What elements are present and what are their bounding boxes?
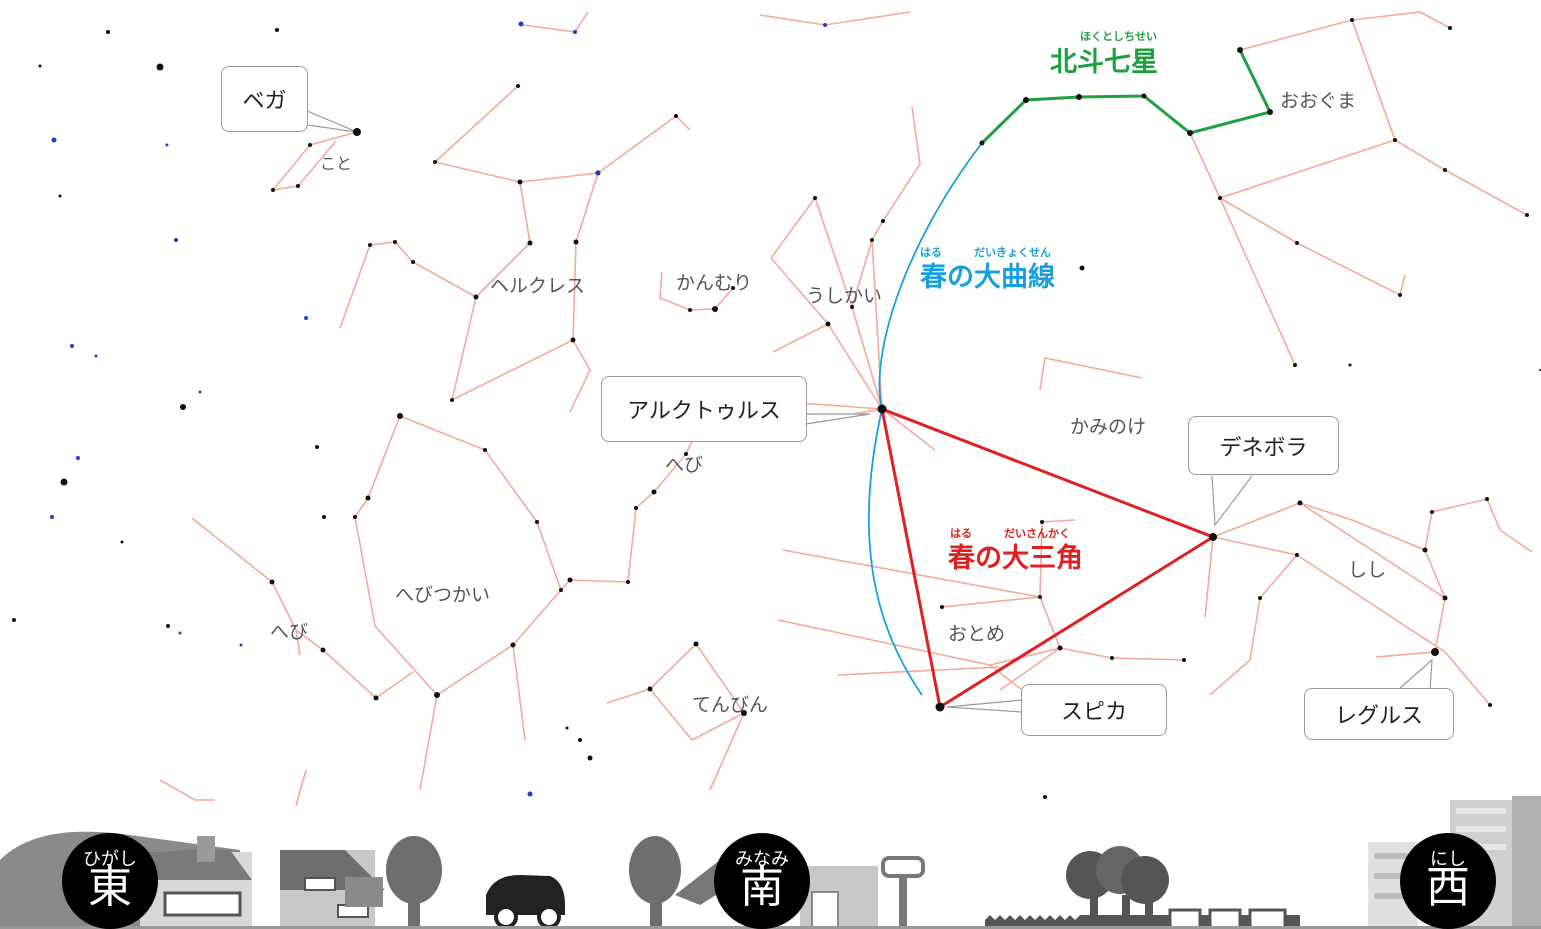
main-spring-curve: 春の大曲線 (920, 262, 1055, 293)
callout-denebola: デネボラ (1188, 416, 1339, 475)
title-spring-triangle: はる だいさんかく 春の大三角 (948, 527, 1083, 575)
compass-east-kana: ひがし (83, 849, 137, 870)
label-ushikai: うしかい (806, 285, 883, 307)
label-otome: おとめ (948, 623, 1006, 645)
label-hebi-upper: へび (665, 454, 704, 476)
compass-south: みなみ 南 (714, 833, 810, 929)
callout-arcturus: アルクトゥルス (601, 376, 807, 442)
ruby1-spring-curve: はる (920, 246, 942, 259)
title-big-dipper: ほくとしちせい 北斗七星 (1050, 30, 1158, 79)
label-kanmuri: かんむり (676, 272, 753, 294)
blue-stars (50, 21, 827, 797)
compass-west: にし 西 (1400, 833, 1496, 929)
label-shishi: しし (1348, 559, 1387, 581)
callout-vega: ベガ (221, 66, 308, 132)
label-koto: こと (320, 154, 353, 173)
compass-west-kana: にし (1430, 849, 1466, 870)
label-ookuma: おおぐま (1280, 90, 1357, 112)
ruby2-spring-curve: だいきょくせん (974, 246, 1051, 259)
ruby-big-dipper: ほくとしちせい (1080, 30, 1157, 43)
compass-south-kanji: 南 (740, 862, 784, 913)
ruby1-spring-triangle: はる (950, 527, 972, 540)
label-kaminoke: かみのけ (1070, 416, 1147, 438)
constellation-lines (159, 11, 1533, 807)
main-spring-triangle: 春の大三角 (948, 543, 1083, 574)
stars (12, 18, 1541, 799)
compass-west-kanji: 西 (1426, 862, 1470, 913)
label-herakuresu: ヘルクレス (490, 275, 586, 297)
title-spring-curve: はる だいきょくせん 春の大曲線 (920, 246, 1055, 294)
label-tenbin: てんびん (692, 694, 769, 716)
callout-pointers (299, 107, 1433, 713)
spring-curve (867, 142, 983, 696)
spring-triangle (880, 406, 1217, 710)
main-big-dipper: 北斗七星 (1050, 47, 1158, 78)
compass-east: ひがし 東 (62, 833, 158, 929)
label-hebi-lower: へび (270, 621, 309, 643)
callout-spica: スピカ (1021, 684, 1167, 736)
callout-regulus: レグルス (1304, 688, 1454, 740)
compass-south-kana: みなみ (735, 849, 789, 870)
ruby2-spring-triangle: だいさんかく (1004, 527, 1070, 540)
label-hebitsukai: へびつかい (395, 584, 491, 606)
compass-east-kanji: 東 (88, 862, 132, 913)
